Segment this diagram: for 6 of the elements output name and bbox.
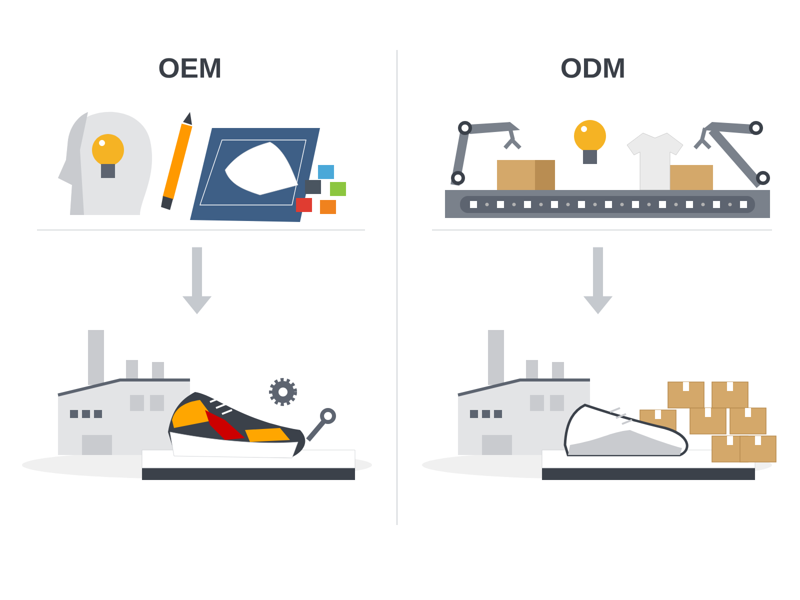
title: OEM bbox=[159, 58, 220, 78]
factory-drawing bbox=[422, 330, 776, 480]
design-drawing bbox=[58, 112, 346, 222]
conveyor-drawing bbox=[445, 120, 770, 218]
title: ODM bbox=[562, 58, 624, 78]
factory-drawing bbox=[22, 330, 372, 480]
